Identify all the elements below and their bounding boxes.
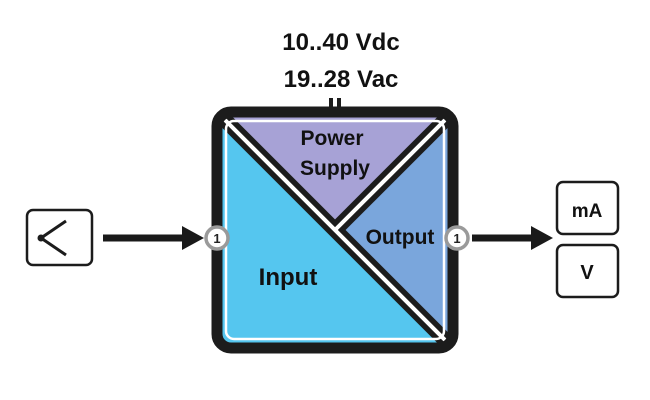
output-v-box: V (555, 243, 620, 299)
input-port-number: 1 (213, 231, 220, 246)
input-port: 1 (204, 225, 230, 251)
output-port-number: 1 (453, 231, 460, 246)
power-ac-label: 19..28 Vac (284, 66, 399, 93)
thermocouple-icon (37, 219, 67, 257)
sensor-box (25, 208, 94, 267)
converter-module (211, 106, 459, 354)
output-section (335, 112, 453, 348)
power-supply-label-line1: Power (300, 127, 363, 150)
output-ma-label: mA (572, 201, 603, 222)
power-connector (329, 98, 341, 112)
input-arrow (103, 226, 204, 250)
output-port: 1 (444, 225, 470, 251)
output-arrow (472, 226, 553, 250)
power-supply-label-line2: Supply (300, 157, 370, 180)
output-v-label: V (580, 262, 594, 284)
input-section-label: Input (259, 264, 318, 291)
power-dc-label: 10..40 Vdc (282, 29, 399, 56)
power-supply-section (217, 112, 453, 230)
output-ma-box: mA (555, 180, 620, 236)
output-section-label: Output (366, 226, 435, 249)
